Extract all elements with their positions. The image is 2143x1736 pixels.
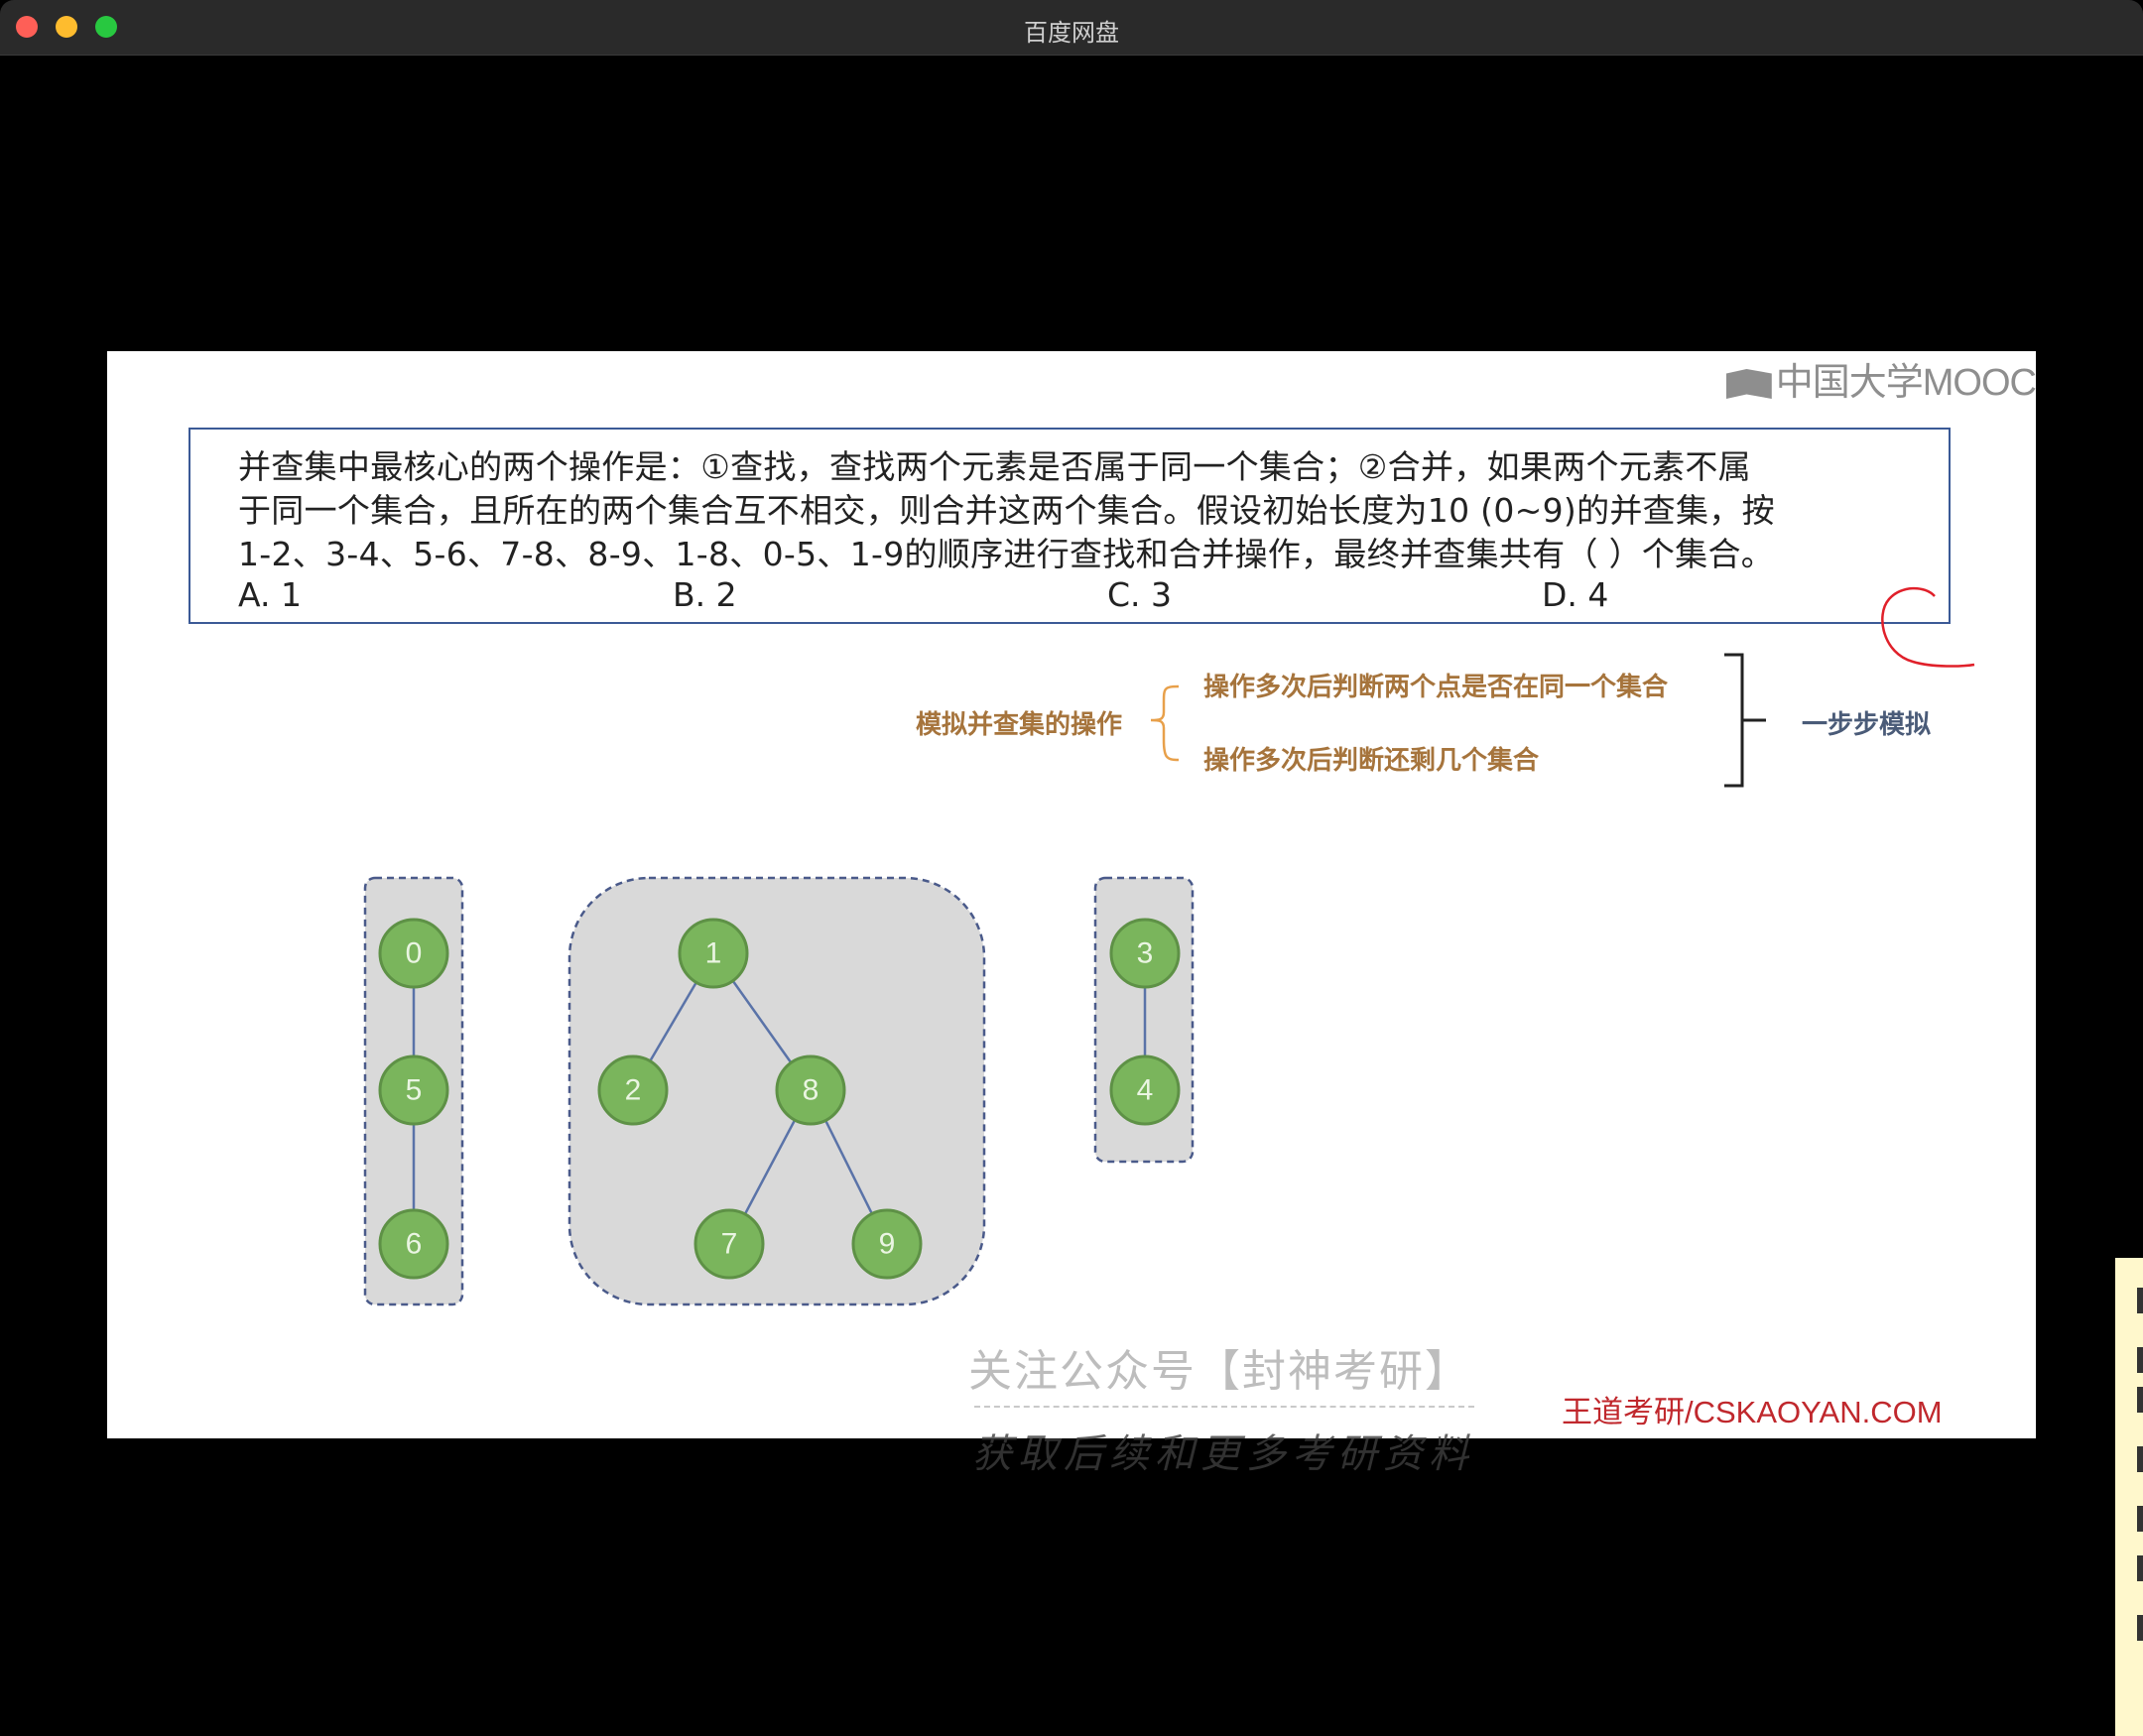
handwritten-annotation: [1881, 586, 1975, 668]
node-label: 0: [406, 937, 423, 970]
mindmap-result: 一步步模拟: [1802, 710, 1932, 740]
node-4: [1109, 1054, 1181, 1126]
option-c: C. 3: [1107, 575, 1173, 614]
book-icon: [1725, 369, 1772, 399]
mooc-logo: 中国大学MOOC: [1725, 351, 2036, 406]
node-label: 5: [406, 1074, 423, 1107]
close-window-button[interactable]: [16, 16, 38, 38]
node-label: 9: [879, 1228, 896, 1261]
node-label: 4: [1137, 1074, 1154, 1107]
watermark-line1: 关注公众号【封神考研】: [968, 1346, 1470, 1397]
node-label: 8: [803, 1074, 819, 1107]
node-6: [378, 1208, 449, 1280]
option-a: A. 1: [238, 575, 302, 614]
question-line: 于同一个集合，且所在的两个集合互不相交，则合并这两个集合。假设初始长度为10 (…: [238, 491, 1775, 530]
question-line: 并查集中最核心的两个操作是：①查找，查找两个元素是否属于同一个集合；②合并，如果…: [238, 447, 1751, 486]
mindmap-left-brace: [1150, 684, 1180, 762]
node-0: [378, 918, 449, 989]
side-note-panel[interactable]: [2115, 1258, 2143, 1736]
question-box: 并查集中最核心的两个操作是：①查找，查找两个元素是否属于同一个集合；②合并，如果…: [189, 428, 1951, 624]
window-title: 百度网盘: [1024, 19, 1119, 47]
brand-label: 王道考研/CSKAOYAN.COM: [1562, 1395, 1943, 1429]
node-1: [678, 918, 749, 989]
node-8: [775, 1054, 846, 1126]
node-7: [693, 1208, 765, 1280]
node-label: 1: [705, 937, 722, 970]
slide-diagram: 0 5 6 1 2 8 7 9 3 4: [363, 586, 1975, 1306]
option-b: B. 2: [673, 575, 737, 614]
mindmap-root: 模拟并查集的操作: [916, 710, 1123, 740]
node-label: 3: [1137, 937, 1154, 970]
watermark-divider: [974, 1406, 1474, 1408]
window-titlebar: 百度网盘: [0, 0, 2143, 56]
node-5: [378, 1054, 449, 1126]
maximize-window-button[interactable]: [95, 16, 117, 38]
node-9: [851, 1208, 923, 1280]
mindmap-item: 操作多次后判断还剩几个集合: [1203, 746, 1540, 776]
minimize-window-button[interactable]: [56, 16, 77, 38]
question-text: 并查集中最核心的两个操作是：①查找，查找两个元素是否属于同一个集合；②合并，如果…: [238, 445, 1925, 576]
option-d: D. 4: [1542, 575, 1609, 614]
node-label: 6: [406, 1228, 423, 1261]
node-label: 2: [625, 1074, 642, 1107]
node-label: 7: [721, 1228, 738, 1261]
node-2: [597, 1054, 669, 1126]
node-3: [1109, 918, 1181, 989]
video-frame[interactable]: 中国大学MOOC 并查集中最核心的两个操作是：①查找，查找两个元素是否属于同一个…: [107, 351, 2036, 1438]
watermark-line2: 获取后续和更多考研资料: [972, 1431, 1474, 1477]
mindmap-right-bracket: [1724, 653, 1766, 788]
mindmap-item: 操作多次后判断两个点是否在同一个集合: [1203, 673, 1669, 702]
question-line: 1-2、3-4、5-6、7-8、8-9、1-8、0-5、1-9的顺序进行查找和合…: [238, 535, 1775, 573]
